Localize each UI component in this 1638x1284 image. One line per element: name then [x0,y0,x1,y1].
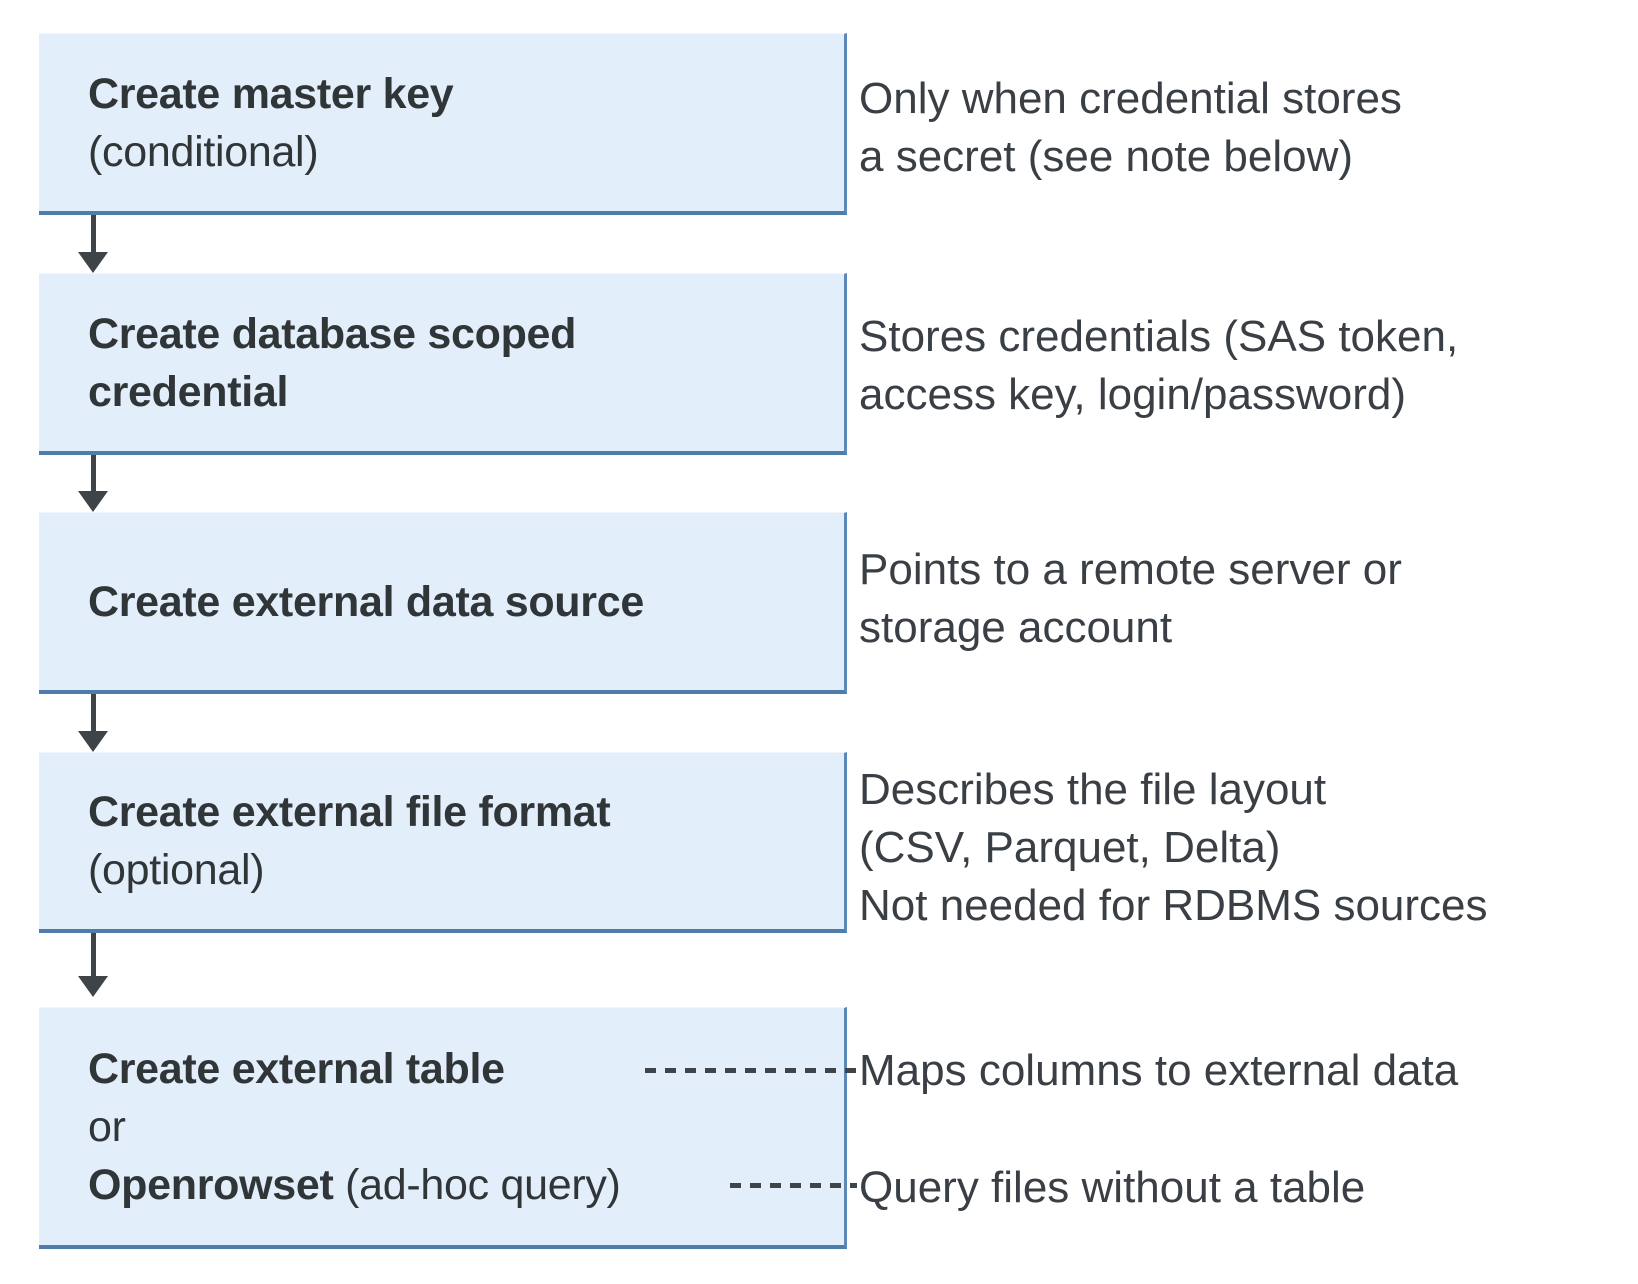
flow-arrow-down-icon [78,215,108,273]
annotation-scoped-credential: Stores credentials (SAS token, access ke… [859,308,1458,424]
step-title: Create external table [88,1044,505,1093]
step-box-create-external-data-source: Create external data source [39,512,847,694]
annotation-line: Only when credential stores [859,74,1402,123]
arrow-stem [90,933,96,976]
step-box-create-external-file-format: Create external file format (optional) [39,752,847,933]
annotation-line: Query files without a table [859,1163,1366,1212]
annotation-line: (CSV, Parquet, Delta) [859,823,1281,872]
step-alt-suffix: (ad-hoc query) [333,1160,621,1209]
step-title: Create master key [88,69,454,118]
arrow-head [78,731,108,752]
arrow-head [78,252,108,273]
dashed-connector-external-table [645,1068,857,1073]
annotation-line: a secret (see note below) [859,132,1354,181]
step-title: Create external file format [88,788,611,836]
annotation-line: storage account [859,603,1173,652]
annotation-data-source: Points to a remote server or storage acc… [859,541,1402,657]
annotation-line: Stores credentials (SAS token, [859,312,1459,361]
dashed-connector-openrowset [730,1183,857,1188]
annotation-line: Maps columns to external data [859,1046,1459,1095]
step-title: Create external data source [88,577,644,626]
step-alt-title: Openrowset [88,1160,334,1209]
annotation-line: Describes the file layout [859,765,1327,814]
arrow-head [78,976,108,997]
annotation-line: access key, login/password) [859,370,1406,419]
arrow-head [78,491,108,512]
flow-arrow-down-icon [78,694,108,752]
step-alt-line: Openrowset (ad-hoc query) [88,1156,844,1214]
step-title: Create database scoped credential [88,309,588,416]
step-box-create-master-key: Create master key (conditional) [39,33,847,215]
arrow-stem [90,694,96,731]
step-or-word: or [88,1102,126,1151]
annotation-file-format: Describes the file layout (CSV, Parquet,… [859,761,1488,935]
flow-arrow-down-icon [78,933,108,997]
step-box-create-database-scoped-credential: Create database scoped credential [39,273,847,455]
step-box-create-external-table-or-openrowset: Create external table or Openrowset (ad-… [39,1007,847,1249]
annotation-line: Not needed for RDBMS sources [859,881,1488,930]
step-subtitle: (optional) [88,846,265,894]
step-subtitle: (conditional) [88,127,319,176]
annotation-master-key: Only when credential stores a secret (se… [859,70,1402,186]
arrow-stem [90,215,96,252]
arrow-stem [90,455,96,491]
annotation-line: Points to a remote server or [859,545,1402,594]
flow-arrow-down-icon [78,455,108,512]
annotation-external-table: Maps columns to external data [859,1042,1458,1100]
annotation-openrowset: Query files without a table [859,1159,1365,1217]
